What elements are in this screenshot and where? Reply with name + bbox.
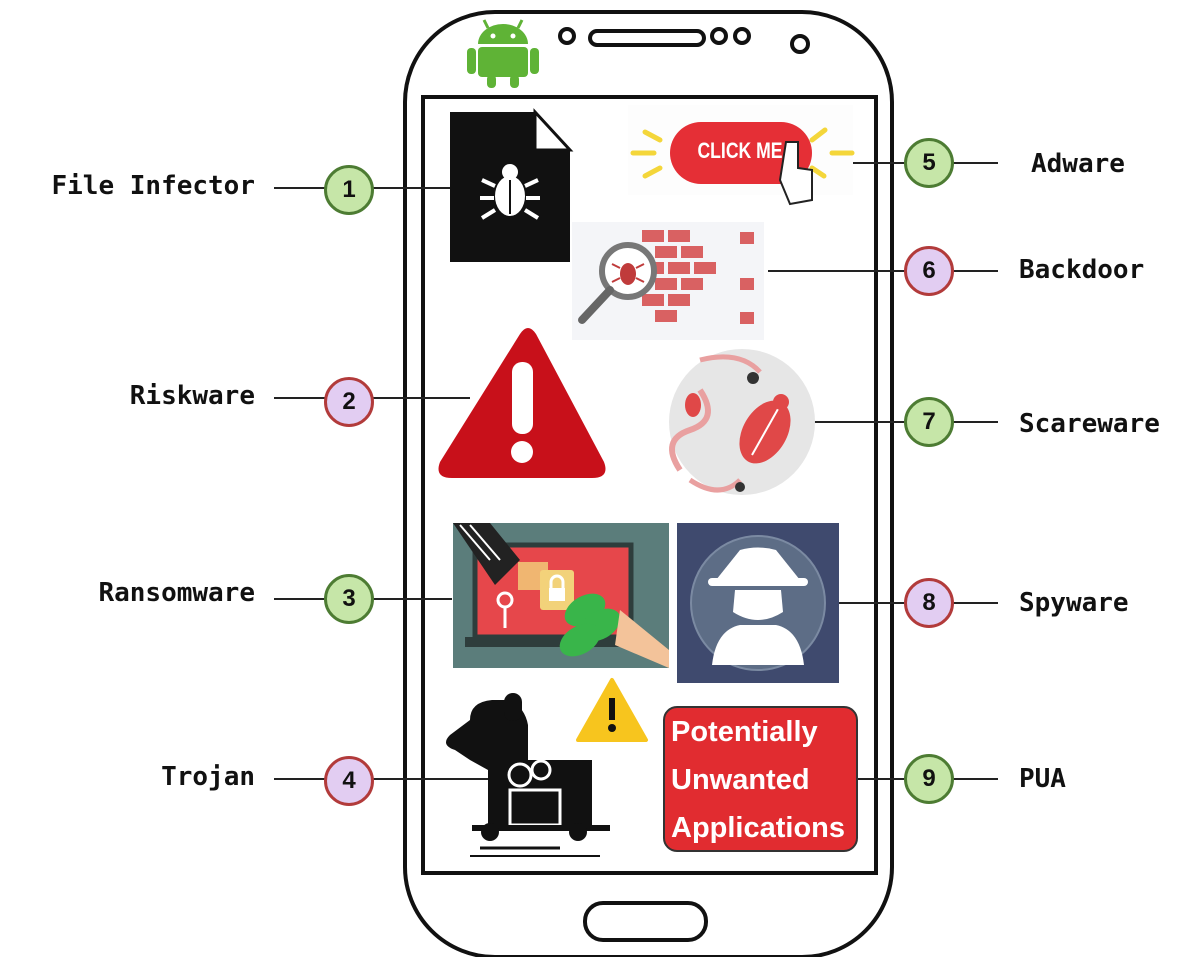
label-scareware: Scareware [1019, 409, 1160, 439]
home-button[interactable] [583, 901, 708, 942]
badge-4: 4 [324, 756, 374, 806]
warning-icon [438, 328, 606, 478]
badge-9: 9 [904, 754, 954, 804]
label-backdoor: Backdoor [1019, 255, 1145, 285]
click-me-label: CLICK ME [697, 138, 783, 163]
badge-1: 1 [324, 165, 374, 215]
label-riskware: Riskware [129, 381, 255, 411]
label-file-infector: File Infector [51, 171, 256, 201]
badge-2: 2 [324, 377, 374, 427]
android-icon [467, 19, 539, 88]
backdoor-icon [572, 222, 764, 340]
label-pua: PUA [1019, 764, 1066, 794]
trojan-horse-icon [446, 693, 610, 857]
file-bug-icon [450, 108, 574, 262]
pua-icon: Potentially Unwanted Applications [663, 706, 858, 852]
label-ransomware: Ransomware [98, 578, 255, 608]
label-spyware: Spyware [1019, 588, 1129, 618]
pua-line-1: Potentially [671, 716, 818, 748]
badge-8: 8 [904, 578, 954, 628]
badge-7: 7 [904, 397, 954, 447]
click-me-icon [628, 105, 855, 206]
badge-3: 3 [324, 574, 374, 624]
badge-5: 5 [904, 138, 954, 188]
small-warning-icon [576, 678, 648, 742]
bugs-icon [669, 349, 815, 495]
ransomware-icon [453, 523, 669, 668]
label-trojan: Trojan [161, 762, 255, 792]
spy-icon [677, 523, 839, 683]
pua-line-3: Applications [671, 812, 846, 844]
label-adware: Adware [1031, 149, 1125, 179]
pua-line-2: Unwanted [671, 764, 810, 796]
badge-6: 6 [904, 246, 954, 296]
